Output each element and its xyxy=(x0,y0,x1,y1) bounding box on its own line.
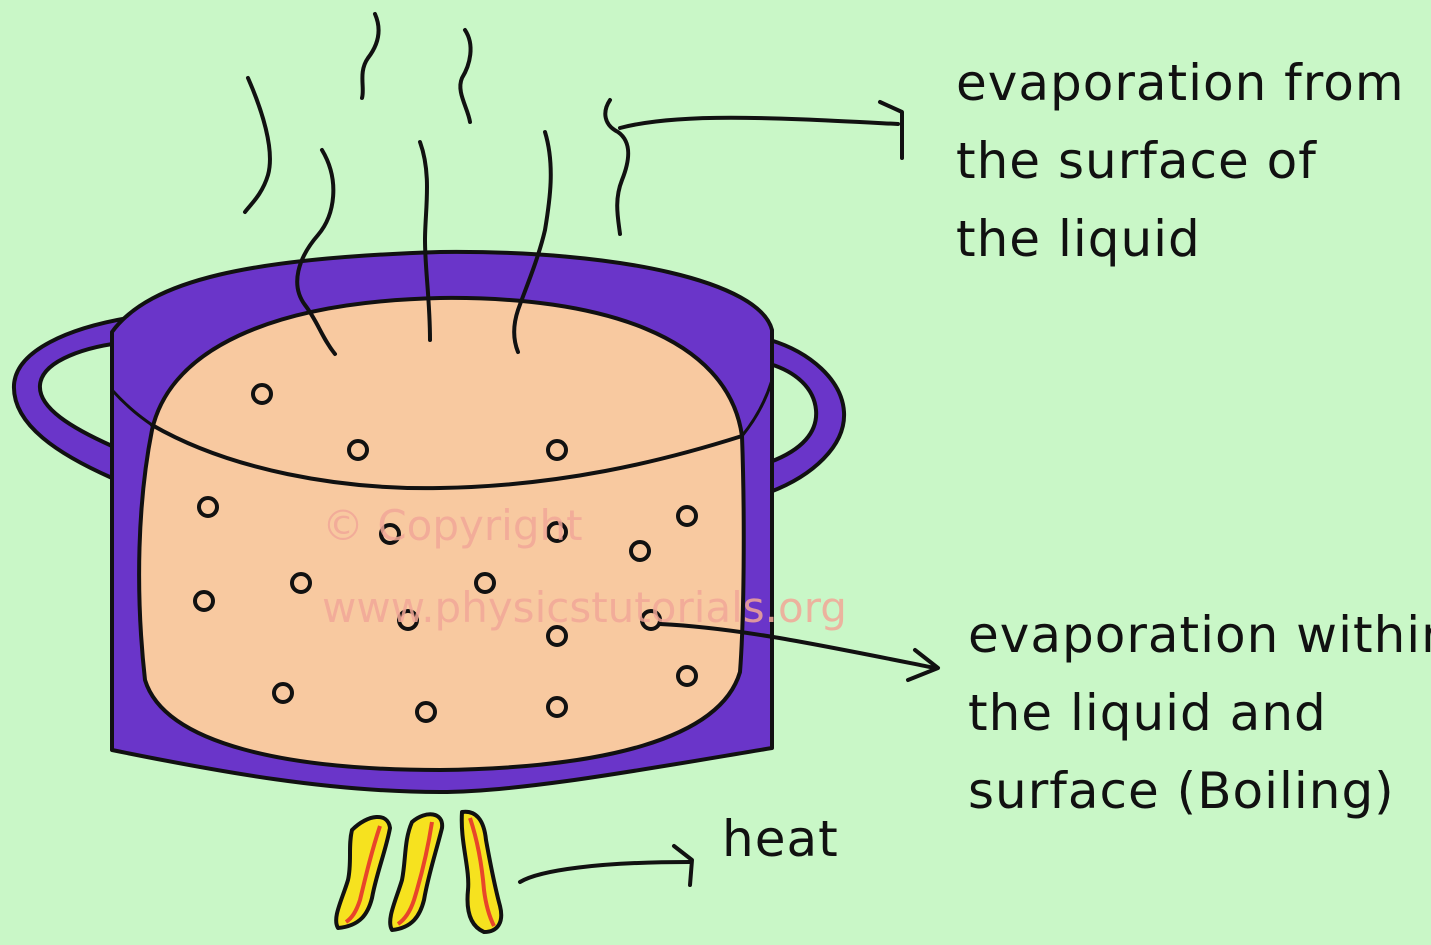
arrow-heat xyxy=(520,846,692,885)
label-line: the liquid and xyxy=(968,674,1431,752)
arrow-surface-evaporation xyxy=(620,102,902,158)
steam-wisp xyxy=(605,100,628,234)
flames xyxy=(336,812,501,932)
flame-icon xyxy=(462,812,501,932)
steam-wisp xyxy=(245,78,270,212)
watermark-line-1: © Copyright xyxy=(322,501,583,550)
label-line: the surface of xyxy=(956,122,1405,200)
watermark-line-2: www.physicstutorials.org xyxy=(322,583,847,632)
label-line: the liquid xyxy=(956,200,1405,278)
pot-handle-right xyxy=(770,340,844,492)
label-surface-evaporation: evaporation from the surface of the liqu… xyxy=(956,44,1405,278)
label-boiling-evaporation: evaporation within the liquid and surfac… xyxy=(968,596,1431,830)
label-heat: heat xyxy=(722,800,839,878)
steam-wisp xyxy=(460,30,470,122)
label-line: evaporation within xyxy=(968,596,1431,674)
steam-wisp xyxy=(362,14,379,98)
flame-icon xyxy=(336,817,390,928)
flame-icon xyxy=(390,814,442,930)
label-line: surface (Boiling) xyxy=(968,752,1431,830)
label-line: evaporation from xyxy=(956,44,1405,122)
